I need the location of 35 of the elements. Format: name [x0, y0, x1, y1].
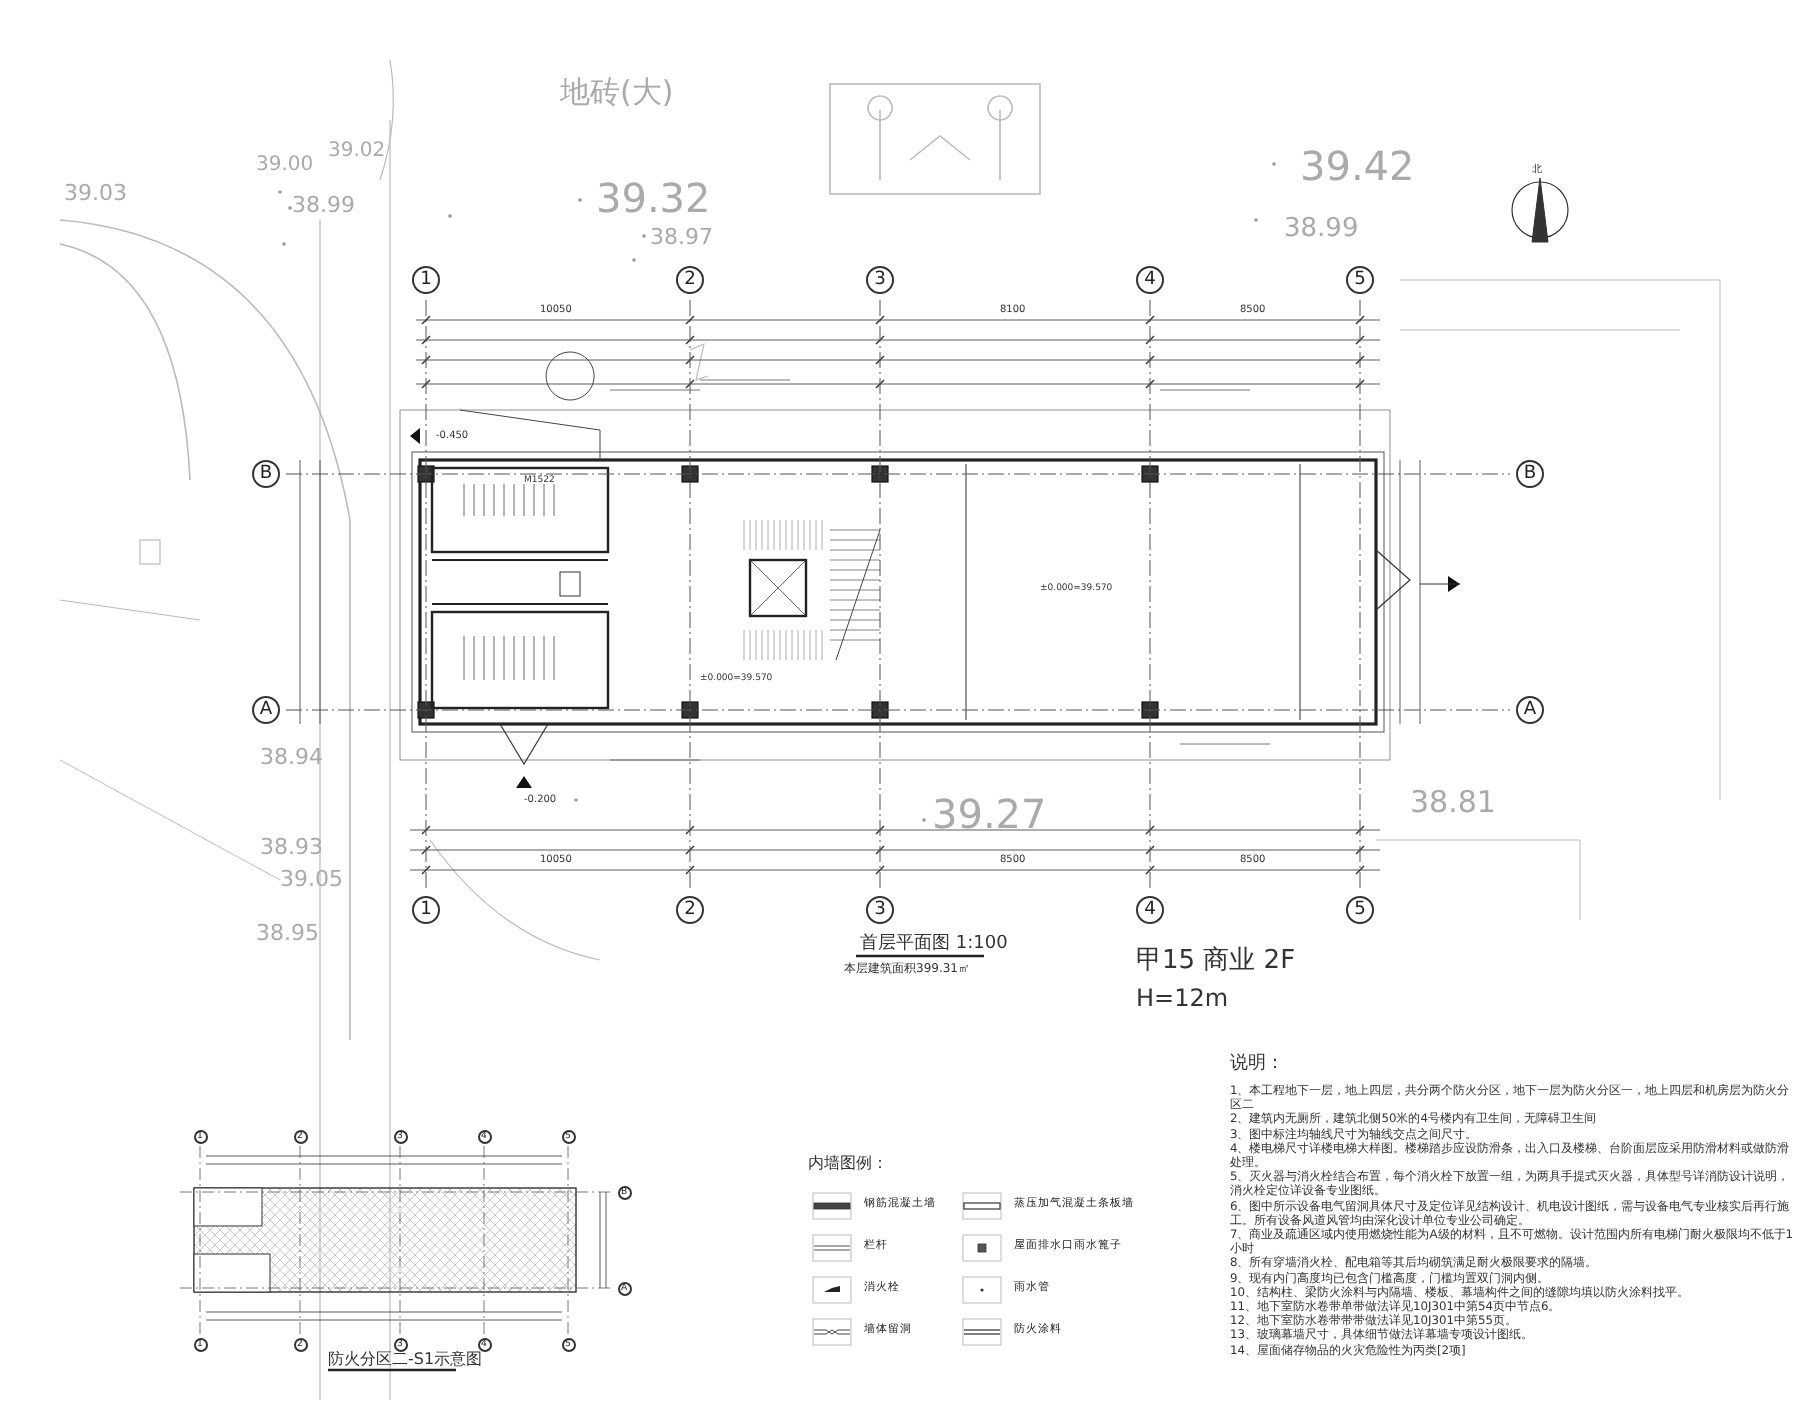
elevation-label: 38.93 [260, 836, 323, 862]
elevation-label: 39.27 [932, 792, 1047, 838]
notes-heading: 说明： [1230, 1054, 1284, 1075]
axis-bubble: B [1516, 460, 1544, 488]
elevation-label: 39.42 [1300, 144, 1415, 190]
drawing-title: 防火分区二-S1示意图 [328, 1350, 483, 1369]
axis-bubble: 4 [1136, 896, 1164, 924]
elevation-label: 39.32 [596, 176, 711, 222]
axis-bubble: 2 [676, 896, 704, 924]
elevation-label: 38.94 [260, 746, 323, 772]
elevation-label: 39.05 [280, 868, 343, 894]
elevation-label: 38.97 [650, 226, 713, 252]
axis-bubble: 5 [1346, 266, 1374, 294]
axis-bubble: 3 [866, 896, 894, 924]
axis-bubble: 3 [866, 266, 894, 294]
legend-heading: 内墙图例： [808, 1154, 888, 1173]
axis-bubble: A [252, 696, 280, 724]
axis-bubble: 1 [412, 896, 440, 924]
elevation-label: 39.02 [328, 140, 386, 163]
elevation-label: 38.95 [256, 922, 319, 948]
axis-bubble: 5 [1346, 896, 1374, 924]
axis-bubble: 4 [1136, 266, 1164, 294]
elevation-label: 38.81 [1410, 786, 1496, 821]
height-label: H=12m [1136, 986, 1229, 1014]
text-label: 地砖(大) [560, 76, 674, 111]
axis-bubble: 1 [412, 266, 440, 294]
elevation-label: 38.99 [1284, 216, 1359, 246]
elevation-label: 38.99 [292, 194, 355, 220]
axis-bubble: A [1516, 696, 1544, 724]
drawing-title: 首层平面图 1:100 [860, 934, 1008, 955]
elevation-label: 39.03 [64, 182, 127, 208]
elevation-label: 39.00 [256, 154, 314, 177]
axis-bubble: 2 [676, 266, 704, 294]
axis-bubble: B [252, 460, 280, 488]
building-label: 甲15 商业 2F [1136, 948, 1296, 978]
